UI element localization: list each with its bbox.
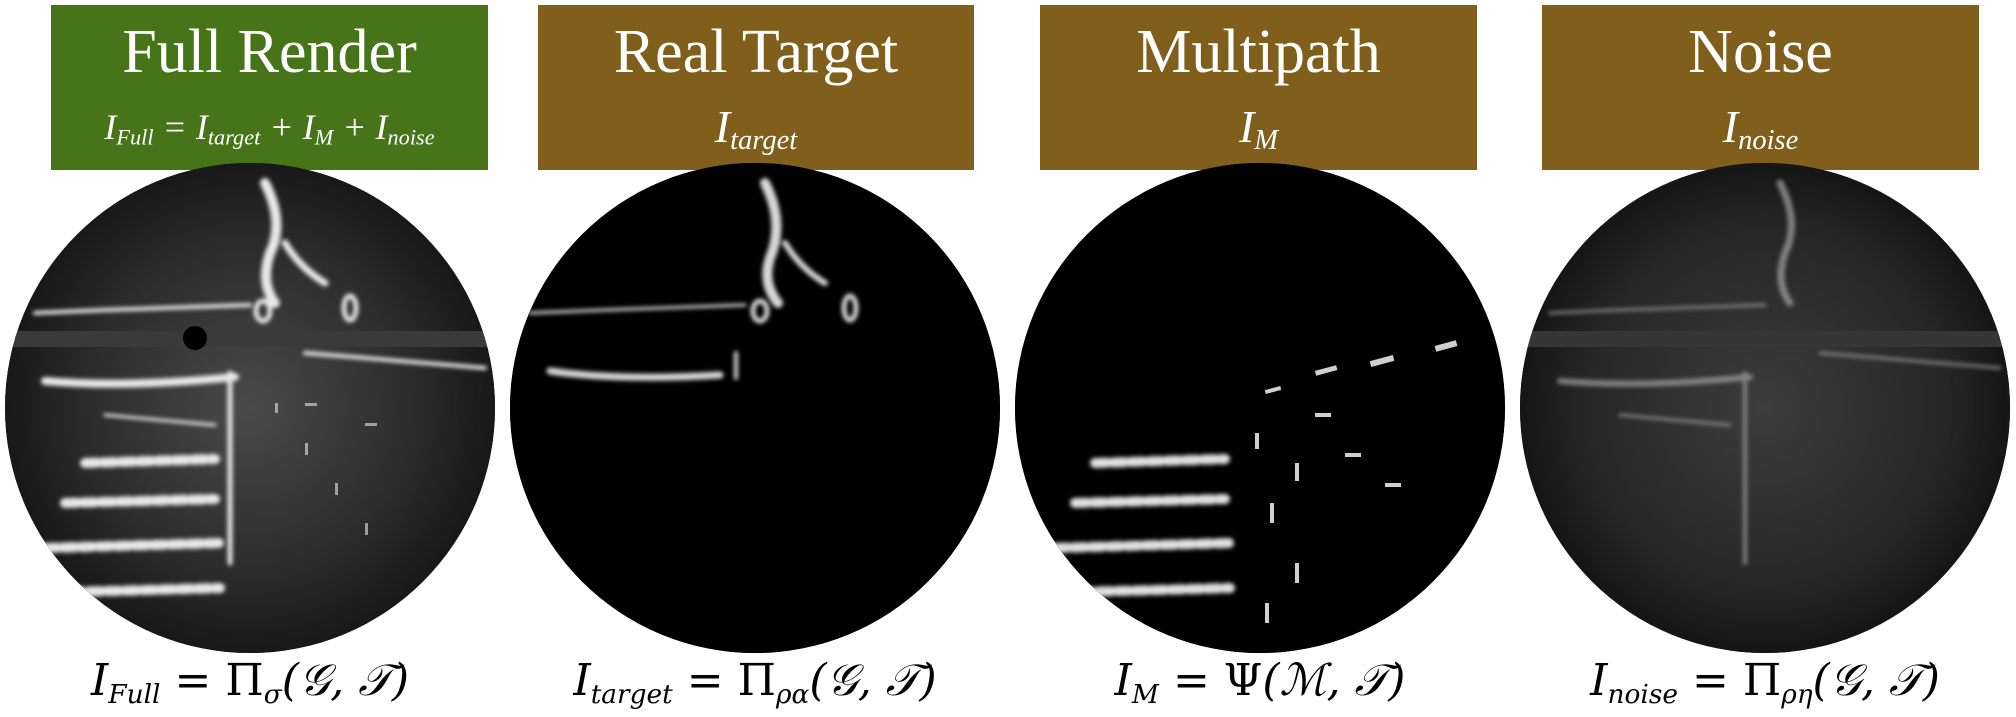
formula-target: Itarget = Πρα(𝒢, 𝒯) [573, 655, 937, 710]
radar-image-target [510, 163, 1000, 653]
panel-title: Real Target [613, 18, 899, 86]
formula-noise: Inoise = Πρη(𝒢, 𝒯) [1590, 655, 1940, 710]
formula-multipath: IM = Ψ(ℳ, 𝒯) [1114, 655, 1406, 710]
header-real-target: Real Target Itarget [538, 5, 974, 170]
header-full-render: Full Render IFull = Itarget + IM + Inois… [51, 5, 488, 170]
formula-full: IFull = Πσ(𝒢, 𝒯) [90, 655, 410, 710]
panel-title: Full Render [122, 18, 417, 86]
radar-image-multipath [1015, 163, 1505, 653]
panel-title: Noise [1688, 18, 1833, 86]
panel-subtitle: Inoise [1722, 101, 1799, 157]
header-noise: Noise Inoise [1542, 5, 1979, 170]
panel-subtitle: IM [1238, 101, 1279, 157]
header-multipath: Multipath IM [1040, 5, 1477, 170]
radar-image-full [5, 163, 495, 653]
panel-noise: Noise Inoise [1515, 0, 2015, 717]
radar-image-noise [1520, 163, 2010, 653]
panel-full-render: Full Render IFull = Itarget + IM + Inois… [0, 0, 500, 717]
panel-multipath: Multipath IM [1010, 0, 1510, 717]
panel-subtitle: IFull = Itarget + IM + Inoise [104, 107, 435, 150]
panel-real-target: Real Target Itarget Itarget [505, 0, 1005, 717]
panel-title: Multipath [1136, 18, 1381, 86]
panel-subtitle: Itarget [714, 101, 798, 157]
